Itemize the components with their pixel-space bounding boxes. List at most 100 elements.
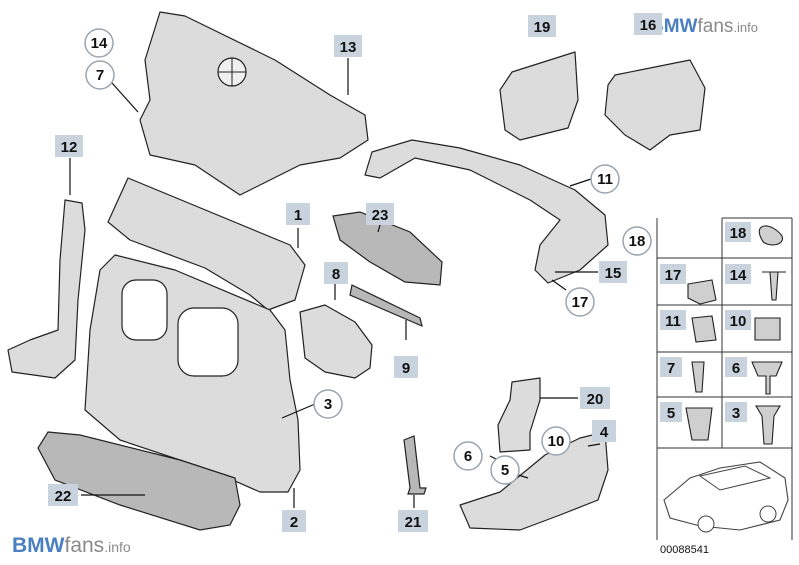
grid-label-5: 5 (660, 402, 682, 422)
part-20-hose (497, 377, 541, 453)
label-16: 16 (634, 13, 662, 35)
label-4: 4 (592, 420, 616, 442)
grid-label-11: 11 (660, 310, 686, 330)
grid-label-18-text: 18 (730, 225, 747, 242)
grid-label-18: 18 (725, 222, 751, 242)
part-21-bracket (403, 435, 427, 495)
label-23-text: 23 (372, 207, 389, 224)
label-5-text: 5 (501, 462, 509, 479)
part-9-strip (349, 284, 423, 328)
grid-label-17-text: 17 (665, 267, 682, 284)
label-19-text: 19 (534, 19, 551, 36)
label-1-text: 1 (294, 207, 302, 224)
grid-label-14: 14 (725, 264, 751, 284)
label-3: 3 (313, 389, 343, 419)
grid-label-3: 3 (725, 402, 747, 422)
part-2-opening-left (121, 279, 168, 341)
part-19-bracket (499, 51, 579, 141)
grid-label-6-text: 6 (732, 360, 740, 377)
expansion-nut-icon (685, 407, 713, 441)
grid-label-6: 6 (725, 357, 747, 377)
clip-17-icon (687, 279, 717, 305)
part-1-frame (107, 177, 306, 311)
grid-label-14-text: 14 (730, 267, 747, 284)
label-12: 12 (55, 135, 83, 157)
push-rivet-icon (762, 271, 786, 301)
screw-7-icon (691, 361, 705, 393)
label-19: 19 (528, 15, 556, 37)
label-11: 11 (590, 164, 620, 194)
car-wheel-rear-icon (759, 505, 777, 523)
label-8-text: 8 (332, 266, 340, 283)
label-7: 7 (85, 60, 115, 90)
clip-11-icon (691, 315, 717, 343)
label-21: 21 (398, 510, 428, 532)
label-10: 10 (541, 426, 571, 456)
part-16-duct (604, 59, 706, 151)
label-14-text: 14 (91, 35, 108, 52)
watermark-bottom: BMWfans.info (12, 534, 131, 557)
car-window-icon (698, 465, 772, 491)
label-13: 13 (334, 35, 362, 57)
label-12-text: 12 (61, 139, 78, 156)
label-7-text: 7 (96, 67, 104, 84)
part-22-panel (37, 431, 241, 531)
car-wheel-front-icon (697, 515, 715, 533)
label-10-text: 10 (548, 433, 565, 450)
watermark-top-tld: .info (733, 20, 758, 35)
label-13-text: 13 (340, 39, 357, 56)
label-20: 20 (580, 387, 610, 409)
part-2-opening-right (177, 307, 239, 377)
part-13-cover (139, 11, 369, 196)
label-16-text: 16 (640, 17, 657, 34)
bmw-emblem-quarters (218, 58, 246, 86)
grid-label-11-text: 11 (665, 313, 681, 330)
label-22: 22 (48, 484, 78, 506)
label-17: 17 (565, 287, 595, 317)
part-15-member (364, 139, 609, 284)
label-4-text: 4 (600, 424, 609, 441)
label-20-text: 20 (587, 391, 604, 408)
label-18: 18 (622, 226, 652, 256)
label-18-text: 18 (629, 233, 646, 250)
label-15: 15 (599, 261, 627, 283)
screw-6-icon (751, 361, 783, 395)
clip-nut-icon (754, 317, 781, 341)
part-12-duct (7, 199, 86, 379)
grid-label-7-text: 7 (667, 360, 675, 377)
grid-label-10-text: 10 (730, 313, 747, 330)
label-9-text: 9 (402, 360, 410, 377)
watermark-bottom-brand: BMW (12, 534, 65, 557)
watermark-top: BMWfans.info (650, 16, 758, 37)
label-22-text: 22 (55, 488, 72, 505)
label-1: 1 (286, 203, 310, 225)
grommet-icon (758, 225, 783, 246)
diagram-id: 00088541 (660, 544, 709, 556)
label-8: 8 (324, 262, 348, 284)
grid-label-7: 7 (660, 357, 682, 377)
grid-label-10: 10 (725, 310, 751, 330)
watermark-top-suffix: fans (697, 16, 733, 37)
label-14: 14 (84, 28, 114, 58)
label-5: 5 (490, 455, 520, 485)
label-11-text: 11 (597, 171, 613, 188)
part-8-guide (299, 304, 373, 379)
part-4-duct (459, 431, 609, 531)
label-3-text: 3 (324, 396, 332, 413)
label-21-text: 21 (405, 514, 422, 531)
label-9: 9 (394, 356, 418, 378)
label-23: 23 (366, 203, 394, 225)
grid-label-5-text: 5 (667, 405, 675, 422)
label-6: 6 (453, 441, 483, 471)
watermark-bottom-tld: .info (104, 539, 131, 555)
label-15-text: 15 (605, 265, 622, 282)
label-17-text: 17 (572, 294, 589, 311)
label-2: 2 (282, 510, 306, 532)
grid-label-17: 17 (660, 264, 686, 284)
watermark-bottom-suffix: fans (64, 534, 104, 557)
label-2-text: 2 (290, 514, 298, 531)
label-6-text: 6 (464, 448, 472, 465)
expanding-rivet-icon (755, 405, 781, 445)
grid-label-3-text: 3 (732, 405, 740, 422)
